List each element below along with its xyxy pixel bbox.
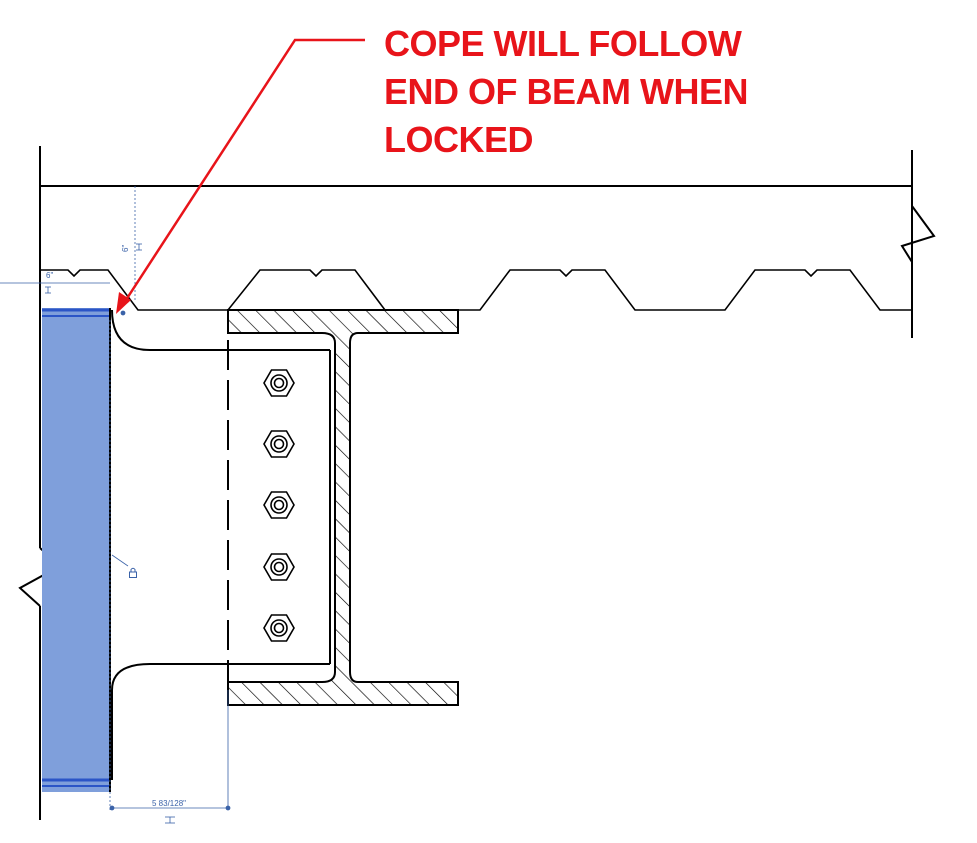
supported-beam-section bbox=[227, 309, 459, 706]
annotation-line-1: COPE WILL FOLLOW bbox=[384, 23, 742, 64]
top-cope-curve bbox=[111, 309, 228, 351]
metal-deck-profile bbox=[40, 269, 912, 311]
bolt bbox=[263, 553, 295, 581]
bottom-length-dimension[interactable]: 5 83/128" bbox=[152, 799, 186, 808]
horizontal-offset-dimension[interactable]: 6" bbox=[46, 271, 53, 280]
bolt bbox=[263, 614, 295, 642]
slab-break-mark bbox=[900, 205, 936, 263]
annotation-leader-arrow bbox=[116, 38, 365, 314]
bolt-group bbox=[263, 369, 295, 642]
lock-icon[interactable] bbox=[129, 567, 137, 578]
bolt bbox=[263, 369, 295, 397]
vertical-offset-dimension[interactable]: 6" bbox=[121, 245, 130, 252]
dimension-lines bbox=[0, 186, 231, 824]
coped-beam-outline bbox=[111, 309, 331, 780]
concrete-slab-on-deck bbox=[40, 150, 936, 338]
bolt bbox=[263, 430, 295, 458]
bottom-cope-curve bbox=[111, 663, 228, 780]
cope-annotation-note: COPE WILL FOLLOW END OF BEAM WHEN LOCKED bbox=[384, 20, 749, 164]
girder-web bbox=[42, 308, 110, 792]
selected-girder-section[interactable] bbox=[42, 308, 111, 792]
annotation-line-3: LOCKED bbox=[384, 119, 534, 160]
annotation-line-2: END OF BEAM WHEN bbox=[384, 71, 749, 112]
bolt bbox=[263, 491, 295, 519]
